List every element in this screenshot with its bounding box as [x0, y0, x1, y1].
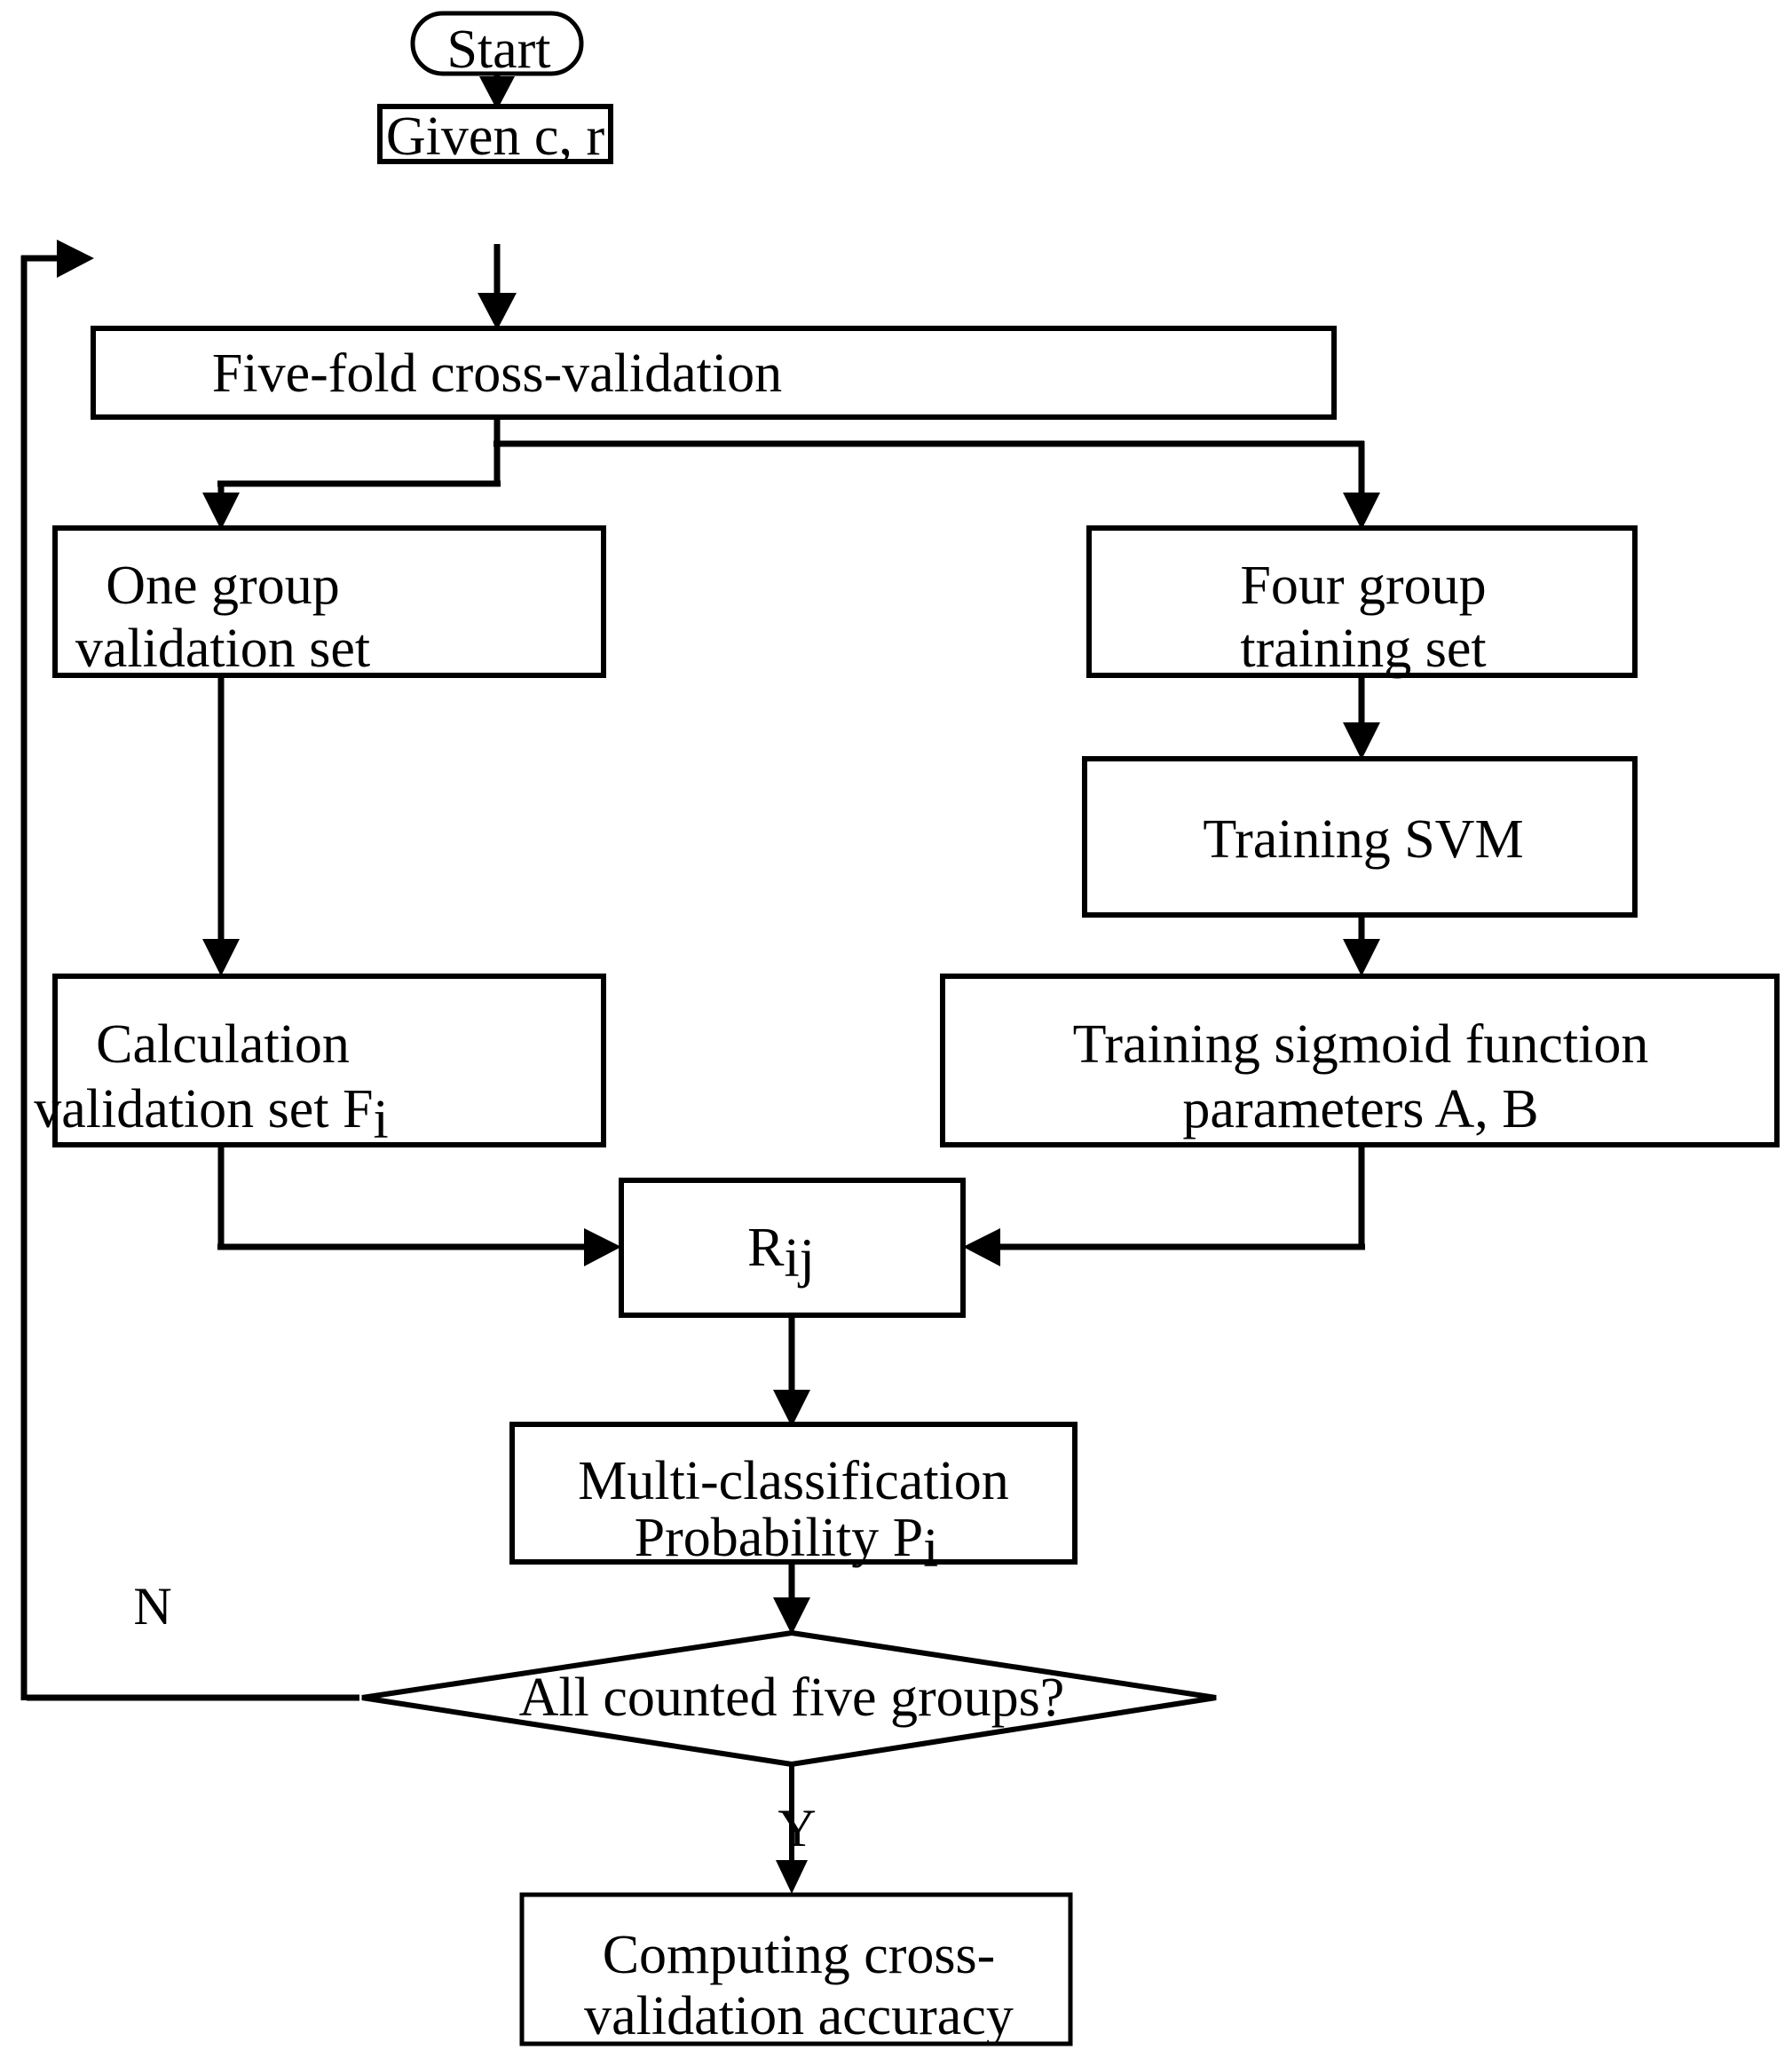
edge-label-no: N — [133, 1577, 171, 1636]
node-decision-label: All counted five groups? — [519, 1668, 1065, 1728]
node-sigmoid-line2: parameters A, B — [1182, 1079, 1538, 1139]
node-computing-cross-validation-accuracy[interactable]: Computing cross- validation accuracy — [519, 1892, 1073, 2046]
node-computing-line1: Computing cross- — [603, 1925, 996, 1985]
edge-decision-no-feedback-loop — [20, 240, 359, 1701]
edge-calculation-to-rij — [217, 1145, 621, 1266]
edge-decision-yes-to-computing — [776, 1766, 808, 1894]
node-given-label: Given c, r — [386, 106, 605, 167]
edge-rij-to-multiclass — [773, 1315, 810, 1427]
node-given-parameters[interactable]: Given c, r — [377, 104, 613, 167]
node-computing-line2: validation accuracy — [584, 1986, 1014, 2046]
node-decision-all-counted-five-groups[interactable]: All counted five groups? — [361, 1629, 1217, 1768]
edge-fivefold-split — [202, 417, 1380, 530]
node-start-label: Start — [446, 20, 550, 80]
node-fourgroup-line1: Four group — [1240, 556, 1486, 616]
node-fivefold-label: Five-fold cross-validation — [212, 343, 782, 404]
node-calculation-validation-set[interactable]: Calculation validation set Fi — [34, 974, 606, 1150]
node-fourgroup-line2: training set — [1240, 619, 1486, 679]
node-calculation-line2: validation set Fi — [34, 1079, 389, 1150]
edge-label-yes: Y — [778, 1799, 816, 1857]
edge-sigmoid-to-rij — [963, 1145, 1365, 1266]
node-four-group-training-set[interactable]: Four group training set — [1086, 525, 1638, 679]
node-one-group-validation-set[interactable]: One group validation set — [52, 525, 606, 679]
node-five-fold-cross-validation[interactable]: Five-fold cross-validation — [91, 326, 1337, 420]
node-multiclass-line2: Probability Pi — [635, 1508, 939, 1579]
node-multiclass-line1: Multi-classification — [578, 1451, 1009, 1511]
node-rij[interactable]: Rij — [619, 1178, 966, 1318]
edge-onegroup-to-calculation — [202, 674, 240, 976]
node-training-svm[interactable]: Training SVM — [1082, 756, 1638, 918]
node-training-sigmoid-parameters[interactable]: Training sigmoid function parameters A, … — [940, 974, 1780, 1147]
node-multi-classification-probability[interactable]: Multi-classification Probability Pi — [509, 1422, 1078, 1579]
edge-fourgroup-to-trainingsvm — [1343, 674, 1380, 760]
node-onegroup-line2: validation set — [75, 619, 370, 679]
edge-given-to-fivefold — [478, 244, 517, 330]
edge-multiclass-to-decision — [773, 1562, 810, 1635]
node-rij-label: Rij — [747, 1218, 815, 1289]
node-onegroup-line1: One group — [106, 556, 339, 616]
node-calculation-line1: Calculation — [96, 1014, 350, 1075]
edge-trainingsvm-to-sigmoid — [1343, 914, 1380, 976]
node-trainingsvm-label: Training SVM — [1203, 809, 1523, 870]
node-sigmoid-line1: Training sigmoid function — [1073, 1014, 1649, 1075]
node-start[interactable]: Start — [410, 11, 584, 80]
